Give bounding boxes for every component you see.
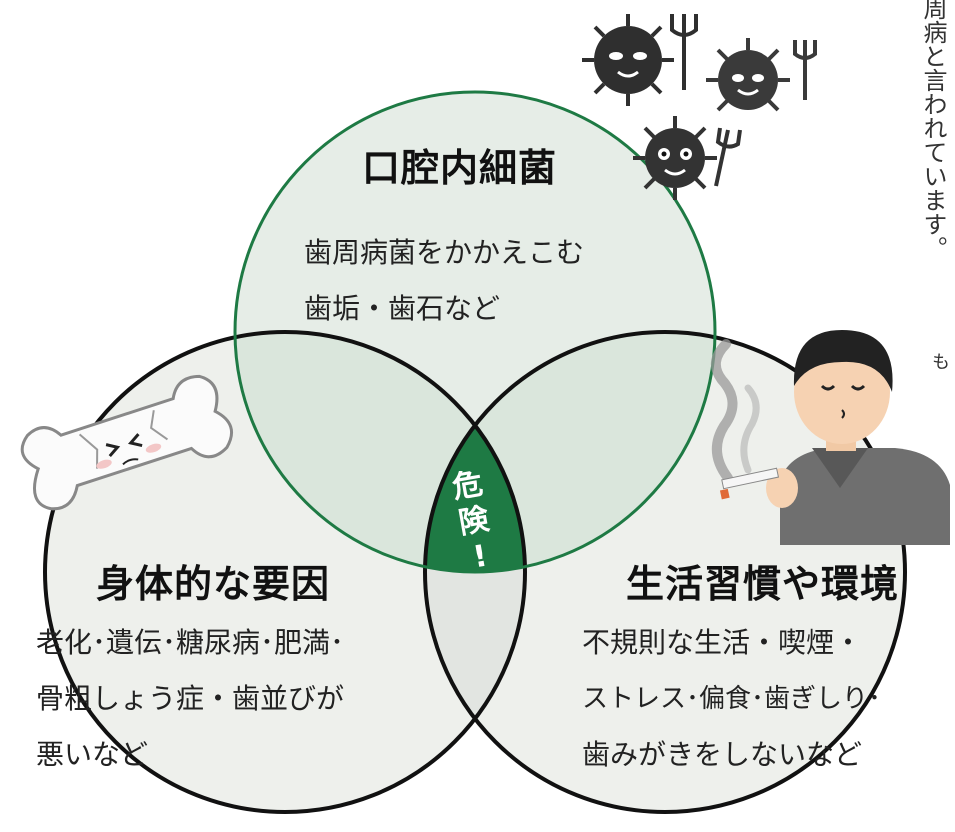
body-factors-line-3: 悪いなど	[36, 738, 149, 771]
smoker-icon	[711, 330, 950, 545]
lifestyle-line-3: 歯みがきをしないなど	[582, 738, 863, 771]
body-factors-title: 身体的な要因	[96, 562, 331, 606]
oral-bacteria-line-2: 歯垢・歯石など	[304, 292, 501, 325]
body-factors-line-1: 老化･遺伝･糖尿病･肥満･	[36, 626, 345, 659]
oral-bacteria-line-1: 歯周病菌をかかえこむ	[304, 236, 585, 269]
vertical-text-col2: も	[929, 352, 950, 370]
bacteria-icon	[582, 14, 817, 200]
oral-bacteria-title: 口腔内細菌	[362, 146, 558, 190]
body-factors-line-2: 骨粗しょう症・歯並びが	[36, 682, 345, 715]
vertical-text-col1: 周病と言われています。	[919, 0, 947, 260]
lifestyle-line-2: ストレス･偏食･歯ぎしり･	[582, 684, 882, 714]
bone-icon	[20, 374, 234, 511]
overlap-top-right	[425, 332, 715, 572]
overlap-top-left	[235, 332, 525, 572]
lifestyle-title: 生活習慣や環境	[626, 562, 900, 606]
lifestyle-line-1: 不規則な生活・喫煙・	[582, 626, 863, 659]
